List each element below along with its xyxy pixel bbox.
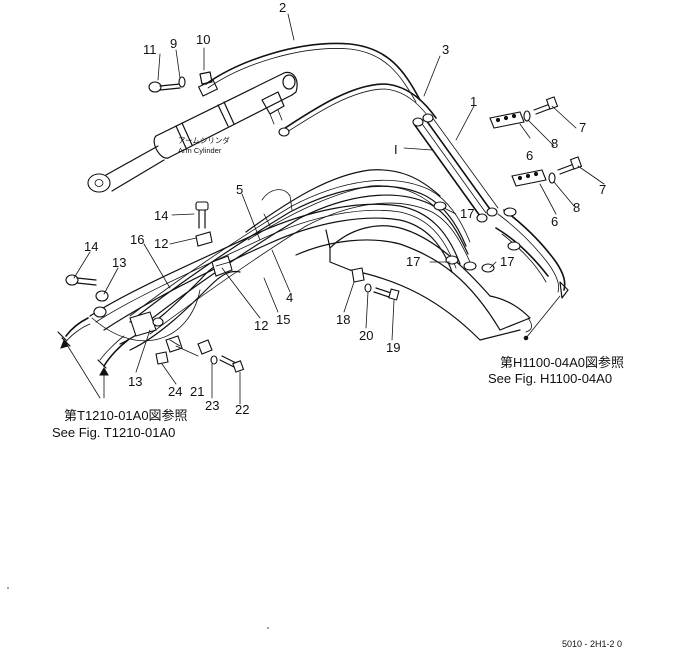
fitting-24	[155, 351, 169, 365]
clamp-18	[351, 267, 365, 283]
hose-3	[278, 83, 437, 137]
hose-2	[205, 42, 421, 103]
arm-cylinder-label-en: Arm Cylinder	[178, 146, 222, 155]
ref-t1210-jp: 第T1210-01A0図参照	[64, 408, 188, 423]
callout-I: I	[394, 142, 398, 157]
callout-12-lower: 12	[254, 318, 268, 333]
callout-14-upper: 14	[154, 208, 168, 223]
callout-13-upper: 13	[112, 255, 126, 270]
fitting-21-left	[165, 335, 183, 353]
ref-h1100-en: See Fig. H1100-04A0	[488, 371, 612, 386]
hoses-left	[57, 289, 201, 369]
reference-notes: 第H1100-04A0図参照 See Fig. H1100-04A0 第T121…	[52, 355, 624, 440]
bolt-14-upper	[195, 201, 209, 229]
callouts: 2 3 1 I 9 10 11 5 4 15 16 12 14 14 13 13…	[84, 0, 606, 417]
callout-20: 20	[359, 328, 373, 343]
callout-12-upper: 12	[154, 236, 168, 251]
ref-t1210-en: See Fig. T1210-01A0	[52, 425, 175, 440]
ref-h1100-jp: 第H1100-04A0図参照	[500, 355, 624, 370]
bolt-22	[219, 355, 245, 373]
bolt-7-upper	[533, 96, 559, 115]
block-6-lower	[511, 169, 547, 187]
fitting-21-right	[197, 339, 213, 355]
callout-17-left: 17	[406, 254, 420, 269]
callout-4: 4	[286, 290, 293, 305]
callout-19: 19	[386, 340, 400, 355]
callout-10: 10	[196, 32, 210, 47]
callout-5: 5	[236, 182, 243, 197]
clamp-12-lower	[211, 255, 233, 277]
washer-8-lower	[548, 172, 556, 184]
scan-dot	[7, 587, 9, 589]
callout-13-lower: 13	[128, 374, 142, 389]
arm-cylinder	[87, 71, 298, 193]
callout-23: 23	[205, 398, 219, 413]
hoses-right	[495, 207, 569, 299]
callout-7-upper: 7	[579, 120, 586, 135]
scan-dot	[267, 627, 269, 629]
clamp-10	[199, 71, 213, 85]
washer-8-upper	[523, 110, 531, 122]
callout-9: 9	[170, 36, 177, 51]
callout-2: 2	[279, 0, 286, 15]
pipe-1	[412, 113, 499, 223]
callout-8-upper: 8	[551, 136, 558, 151]
callout-18: 18	[336, 312, 350, 327]
block-13-upper	[93, 290, 109, 318]
callout-16: 16	[130, 232, 144, 247]
callout-24: 24	[168, 384, 182, 399]
callout-22: 22	[235, 402, 249, 417]
clamp-12-upper	[195, 231, 213, 247]
callout-17-upper: 17	[460, 206, 474, 221]
washer-23	[210, 355, 218, 365]
block-13-lower	[129, 311, 164, 337]
bolt-19	[373, 287, 400, 301]
leader-lines	[60, 13, 605, 405]
callout-15: 15	[276, 312, 290, 327]
footer-code: 5010 - 2H1-2 0	[562, 639, 622, 649]
bolt-11	[148, 81, 181, 93]
washer-20	[364, 283, 372, 293]
callout-17-right: 17	[500, 254, 514, 269]
callout-14-left: 14	[84, 239, 98, 254]
callout-6-upper: 6	[526, 148, 533, 163]
washer-9	[178, 76, 186, 88]
callout-6-lower: 6	[551, 214, 558, 229]
arm-body	[245, 169, 532, 341]
callout-11: 11	[143, 42, 157, 57]
callout-3: 3	[442, 42, 449, 57]
callout-7-lower: 7	[599, 182, 606, 197]
callout-8-lower: 8	[573, 200, 580, 215]
bolt-7-lower	[557, 156, 583, 175]
callout-21: 21	[190, 384, 204, 399]
block-6-upper	[489, 111, 525, 129]
callout-1: 1	[470, 94, 477, 109]
arm-cylinder-label-jp: アームシリンダ	[178, 135, 230, 145]
bolt-14-left	[65, 274, 97, 286]
